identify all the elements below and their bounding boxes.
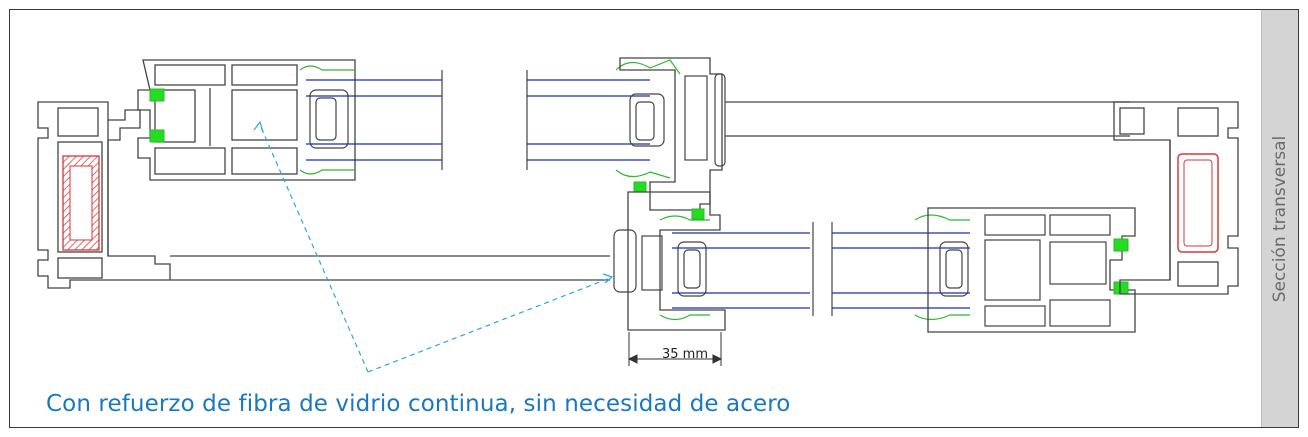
caption-text: Con refuerzo de fibra de vidrio continua… [46,391,791,417]
right-reinforcement [1177,153,1219,253]
left-upper-glass [299,65,443,175]
dimension-marker [627,332,723,366]
center-gaskets [633,181,705,220]
side-panel: Sección transversal [1261,10,1298,427]
center-lower-sash [613,191,814,331]
left-upper-gaskets [149,88,165,143]
side-label: Sección transversal [1270,135,1290,302]
right-lower-gaskets [1113,238,1129,295]
left-upper-sash [137,59,356,181]
cross-section-frame: 35 mm Con refuerzo de fibra de vidrio co… [9,9,1299,428]
dimension-label: 35 mm [661,347,708,362]
left-outer-frame [37,101,610,289]
center-upper-sash [526,57,1130,211]
right-lower-sash [831,207,1136,333]
right-outer-frame [1113,101,1239,295]
left-reinforcement [62,155,100,251]
window-cross-section-drawing [37,57,1239,373]
reinforcement-pointer-lines [253,120,614,373]
